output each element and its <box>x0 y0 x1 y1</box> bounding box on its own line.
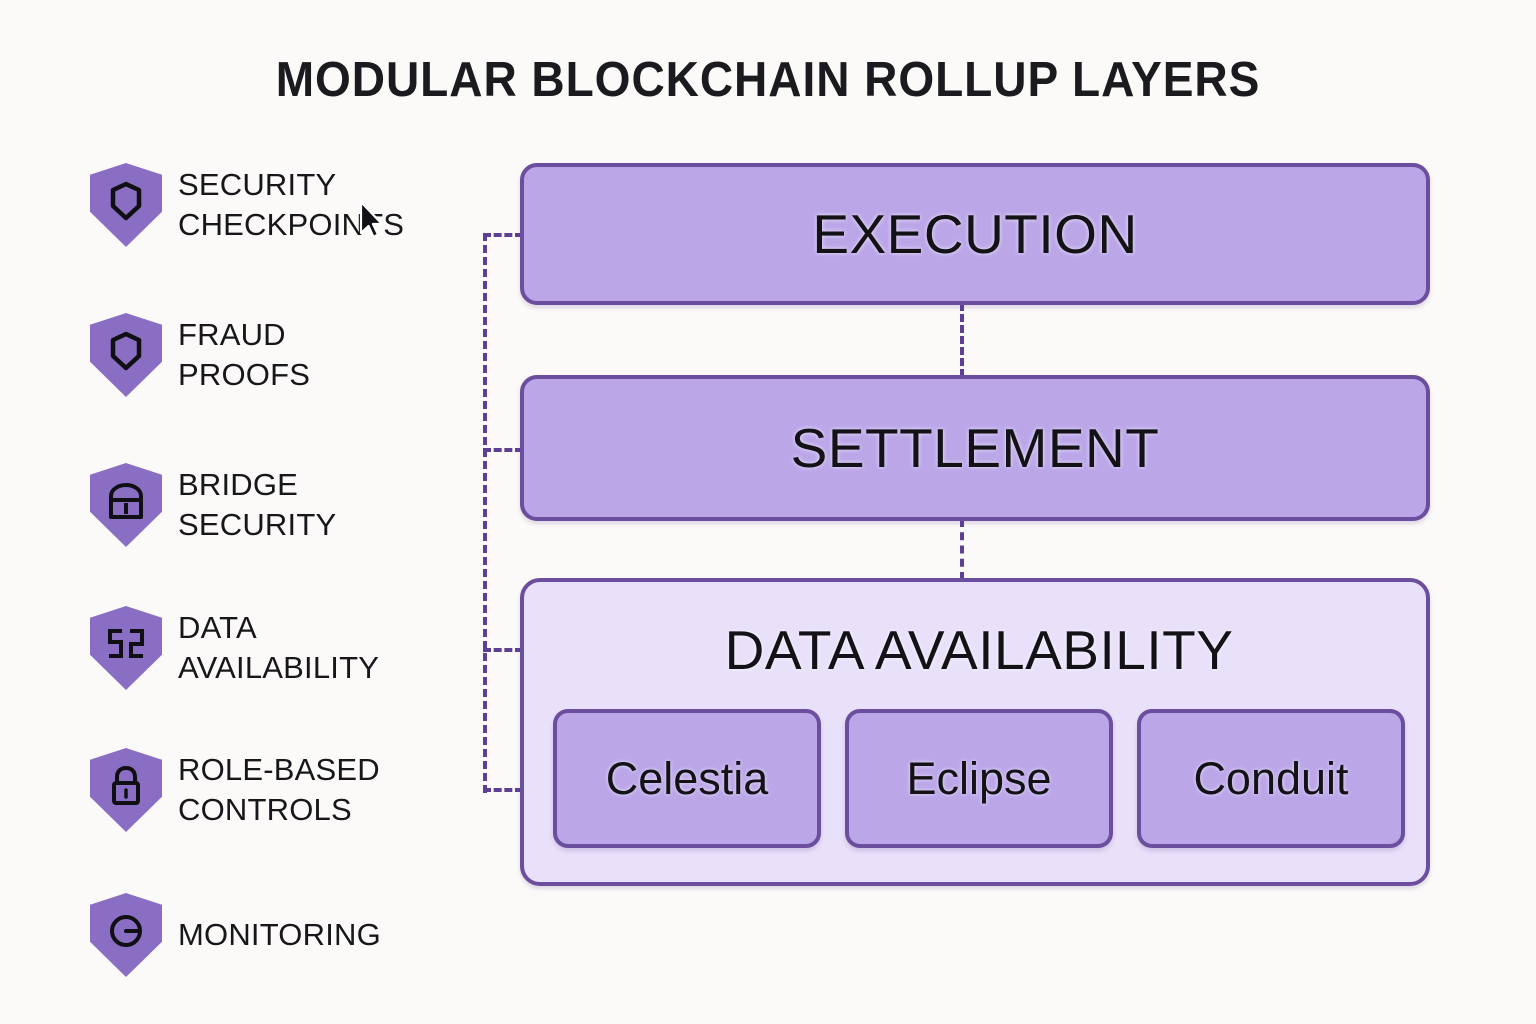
badge-security-checkpoints <box>90 163 162 247</box>
feature-label: FRAUD PROOFS <box>178 316 311 392</box>
connector-execution-to-settlement <box>960 303 964 377</box>
feature-label: DATA AVAILABILITY <box>178 609 380 685</box>
provider-label: Conduit <box>1193 752 1349 804</box>
feature-item-data-availability[interactable]: DATA AVAILABILITY <box>90 606 379 690</box>
feature-label: BRIDGE SECURITY <box>178 466 337 542</box>
connector-vertical-bus <box>483 233 487 793</box>
connector-settlement-to-data-availability <box>960 519 964 580</box>
data-availability-provider-list: Celestia Eclipse Conduit <box>553 709 1405 848</box>
shield-bridge-icon <box>90 467 162 535</box>
shield-hexagon-icon <box>90 317 162 385</box>
provider-box-eclipse[interactable]: Eclipse <box>845 709 1113 848</box>
connector-branch-providers <box>483 788 523 792</box>
provider-box-celestia[interactable]: Celestia <box>553 709 821 848</box>
layer-execution[interactable]: EXECUTION <box>520 163 1430 305</box>
layer-execution-title: EXECUTION <box>812 203 1138 265</box>
badge-data-availability <box>90 606 162 690</box>
feature-item-role-based-controls[interactable]: ROLE-BASED CONTROLS <box>90 748 380 832</box>
feature-item-fraud-proofs[interactable]: FRAUD PROOFS <box>90 313 310 397</box>
shield-gauge-icon <box>90 897 162 965</box>
connector-branch-data-availability <box>483 648 523 652</box>
layer-data-availability-title: DATA AVAILABILITY <box>724 619 1234 681</box>
feature-item-bridge-security[interactable]: BRIDGE SECURITY <box>90 463 336 547</box>
provider-box-conduit[interactable]: Conduit <box>1137 709 1405 848</box>
shield-hexagon-icon <box>90 167 162 235</box>
connector-branch-execution <box>483 233 523 237</box>
layer-data-availability[interactable]: DATA AVAILABILITY Celestia Eclipse Condu… <box>520 578 1430 886</box>
feature-item-security-checkpoints[interactable]: SECURITY CHECKPOINTS <box>90 163 404 247</box>
badge-monitoring <box>90 893 162 977</box>
feature-label: SECURITY CHECKPOINTS <box>178 166 405 242</box>
layer-settlement[interactable]: SETTLEMENT <box>520 375 1430 521</box>
feature-list: SECURITY CHECKPOINTS FRAUD PROOFS <box>0 0 500 1024</box>
feature-label: ROLE-BASED CONTROLS <box>178 751 380 827</box>
page-title: MODULAR BLOCKCHAIN ROLLUP LAYERS <box>275 53 1261 107</box>
connector-branch-settlement <box>483 448 523 452</box>
badge-fraud-proofs <box>90 313 162 397</box>
provider-label: Celestia <box>605 752 769 804</box>
shield-lock-icon <box>90 752 162 820</box>
badge-role-based-controls <box>90 748 162 832</box>
provider-label: Eclipse <box>906 752 1052 804</box>
feature-item-monitoring[interactable]: MONITORING <box>90 893 381 977</box>
layer-settlement-title: SETTLEMENT <box>790 417 1160 479</box>
feature-label: MONITORING <box>178 916 381 952</box>
badge-bridge-security <box>90 463 162 547</box>
shield-database-icon <box>90 610 162 678</box>
